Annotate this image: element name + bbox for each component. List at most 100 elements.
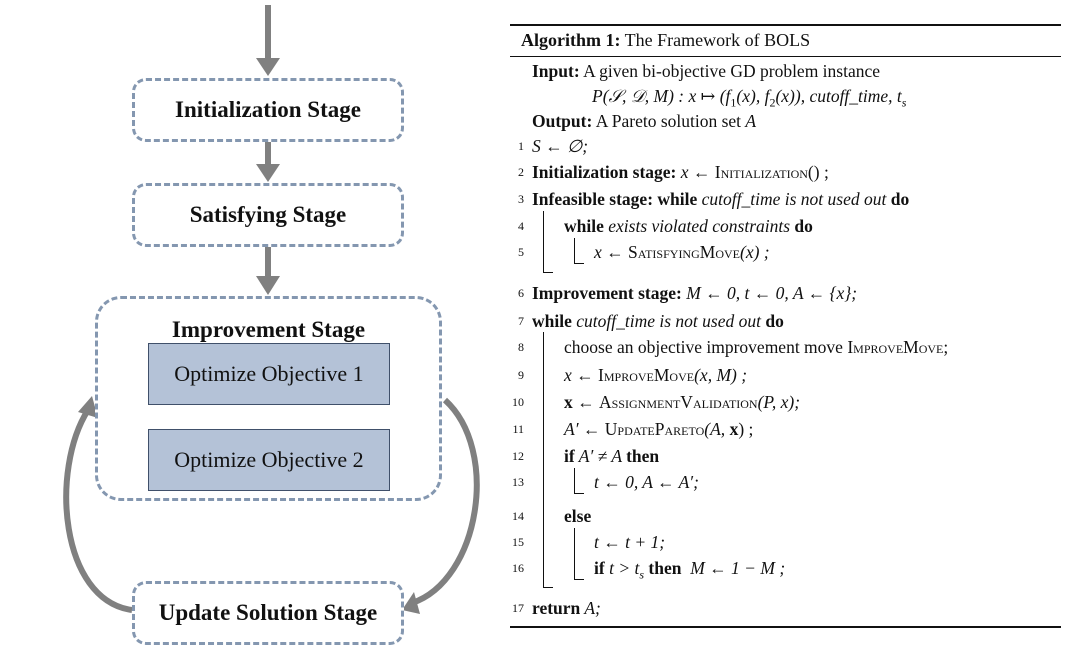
block-foot-inner-while	[574, 263, 584, 264]
algo-line-11: A′ ← UpdatePareto(A, x) ;	[564, 418, 753, 440]
bottom-rule	[510, 626, 1061, 628]
line-number: 12	[512, 449, 524, 463]
formula-part-e: (x)), cutoff_time, t	[775, 86, 902, 106]
line-2-keyword: Initialization stage:	[532, 162, 677, 182]
algo-line-9: x ← ImproveMove(x, M) ;	[564, 364, 747, 386]
formula-part-c: (x), f	[736, 86, 770, 106]
improvement-stage-label: Improvement Stage	[171, 317, 366, 342]
block-foot-infeasible	[543, 272, 553, 273]
algo-line-4: while exists violated constraints do	[564, 215, 813, 237]
line-2-text: x ←	[676, 162, 715, 182]
algo-line-14: else	[564, 505, 591, 527]
output-line: Output: A Pareto solution set A	[532, 110, 756, 132]
line-2-tail: () ;	[807, 162, 829, 182]
line-5-procedure: SatisfyingMove	[628, 242, 740, 262]
algo-line-2: Initialization stage: x ← Initialization…	[532, 161, 829, 183]
line-3-condition: cutoff_time is not used out	[697, 189, 891, 209]
line-number: 2	[518, 165, 524, 179]
line-number: 1	[518, 139, 524, 153]
line-12-condition: A′ ≠ A	[574, 446, 627, 466]
line-8-text: choose an objective improvement move	[564, 337, 848, 357]
line-16-action: M ← 1 − M ;	[681, 558, 786, 578]
line-15-text: t ← t + 1;	[594, 532, 666, 552]
block-foot-then	[574, 493, 584, 494]
objective-2-box: Optimize Objective 2	[148, 429, 390, 491]
line-6-text: M ← 0, t ← 0, A ← {x};	[681, 283, 858, 303]
algo-line-15: t ← t + 1;	[594, 531, 665, 553]
block-bar-inner-while	[574, 238, 575, 264]
algorithm-box: Algorithm 1: The Framework of BOLS Input…	[510, 24, 1061, 634]
top-rule	[510, 24, 1061, 26]
block-bar-infeasible	[543, 211, 544, 273]
line-7-do: do	[765, 311, 784, 331]
line-10-arrow: ←	[572, 392, 599, 412]
line-16-condition: t > t	[604, 558, 640, 578]
line-10-tail: (P, x);	[757, 392, 801, 412]
output-text: A Pareto solution set	[592, 111, 746, 131]
arrowhead-into-initialization	[256, 58, 280, 76]
input-formula: P(𝒮, 𝒟, M) : x ↦ (f1(x), f2(x)), cutoff_…	[592, 85, 906, 114]
title-rule	[510, 56, 1061, 57]
line-12-if: if	[564, 446, 575, 466]
output-var: A	[745, 111, 757, 131]
line-number: 15	[512, 535, 524, 549]
formula-sub-1: 1	[730, 95, 737, 110]
algorithm-title-number: Algorithm 1:	[521, 30, 621, 50]
line-number: 10	[512, 395, 524, 409]
arrowhead-init-to-satisfying	[256, 164, 280, 182]
line-number: 7	[518, 314, 524, 328]
line-16-then: then	[644, 558, 682, 578]
algo-line-8: choose an objective improvement move Imp…	[564, 336, 948, 358]
arrow-improvement-to-update	[410, 397, 480, 606]
line-number: 3	[518, 192, 524, 206]
line-17-return: return	[532, 598, 581, 618]
algorithm-title-text: The Framework of BOLS	[620, 30, 811, 50]
initialization-stage-box: Initialization Stage	[132, 78, 404, 142]
input-text: A given bi-objective GD problem instance	[579, 61, 881, 81]
line-11-tail: ) ;	[738, 419, 754, 439]
line-11-text: A′ ←	[564, 419, 605, 439]
algo-line-17: return A;	[532, 597, 601, 619]
line-number: 14	[512, 509, 524, 523]
input-line: Input: A given bi-objective GD problem i…	[532, 60, 880, 82]
algo-line-6: Improvement stage: M ← 0, t ← 0, A ← {x}…	[532, 282, 857, 304]
line-12-then: then	[626, 446, 660, 466]
line-16-sub: s	[639, 567, 645, 582]
algo-line-7: while cutoff_time is not used out do	[532, 310, 784, 332]
line-4-keyword: while	[564, 216, 604, 236]
line-number: 13	[512, 475, 524, 489]
line-number: 8	[518, 340, 524, 354]
line-9-text: x ←	[564, 365, 599, 385]
formula-sub-2: 2	[769, 95, 776, 110]
line-11-procedure: UpdatePareto	[604, 419, 705, 439]
line-8-procedure: ImproveMove	[847, 337, 944, 357]
line-11-args: (A,	[704, 419, 730, 439]
algo-line-13: t ← 0, A ← A′;	[594, 471, 699, 493]
block-foot-else	[574, 579, 584, 580]
formula-sub-s: s	[901, 95, 907, 110]
line-4-condition: exists violated constraints	[603, 216, 795, 236]
initialization-stage-label: Initialization Stage	[175, 97, 361, 122]
line-number: 9	[518, 368, 524, 382]
line-number: 6	[518, 286, 524, 300]
line-3-do: do	[890, 189, 910, 209]
line-number: 16	[512, 561, 524, 575]
line-number: 5	[518, 245, 524, 259]
line-13-text: t ← 0, A ← A′;	[594, 472, 699, 492]
line-10-procedure: AssignmentValidation	[599, 392, 758, 412]
block-foot-main-while	[543, 587, 553, 588]
block-bar-then	[574, 468, 575, 494]
line-6-keyword: Improvement stage:	[532, 283, 682, 303]
formula-part-a: P(𝒮, 𝒟, M) : x ↦ (f	[592, 86, 731, 106]
objective-1-box: Optimize Objective 1	[148, 343, 390, 405]
line-9-tail: (x, M) ;	[694, 365, 748, 385]
algo-line-10: x ← AssignmentValidation(P, x);	[564, 391, 800, 413]
block-bar-main-while	[543, 332, 544, 588]
line-10-bold-x: x	[564, 392, 573, 412]
line-number: 11	[512, 422, 524, 436]
line-number: 17	[512, 601, 524, 615]
line-2-procedure: Initialization	[714, 162, 808, 182]
algo-line-3: Infeasible stage: while cutoff_time is n…	[532, 188, 909, 210]
line-5-text: x ←	[594, 242, 629, 262]
line-7-keyword: while	[532, 311, 572, 331]
